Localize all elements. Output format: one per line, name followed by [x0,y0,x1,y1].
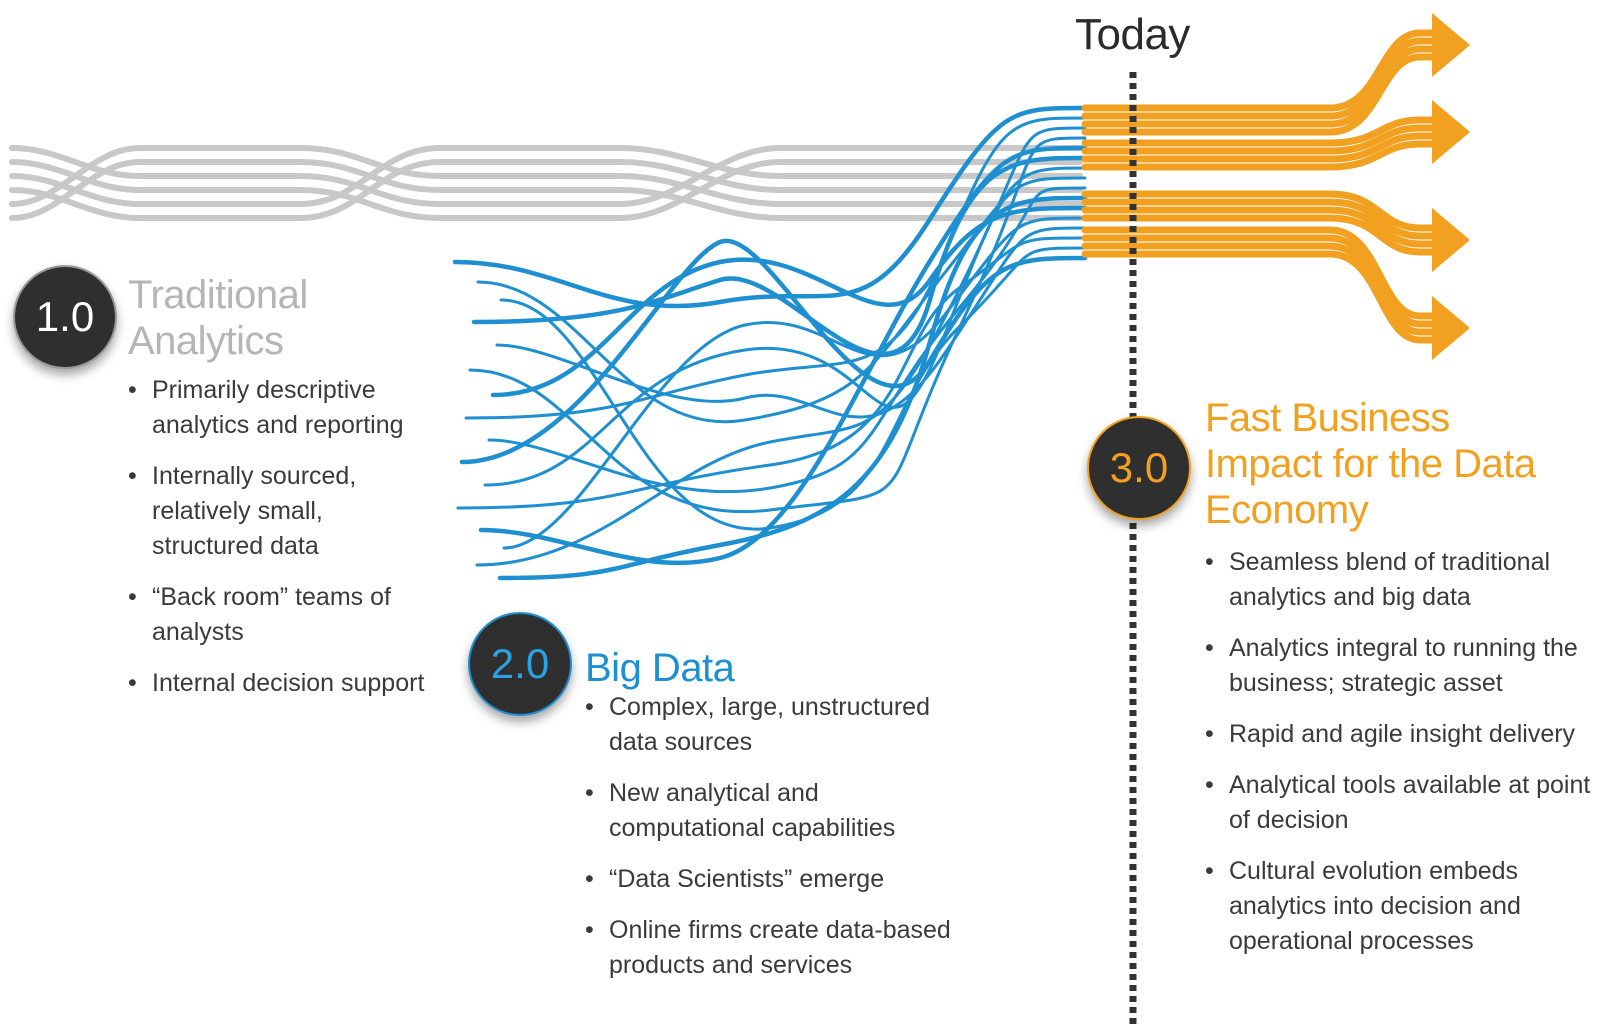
arrow-head-icon [1432,208,1470,272]
fast-business-strand [1081,37,1439,120]
fast-business-strand [1081,132,1439,163]
big-data-strand [452,105,1088,309]
fast-business-strand [1081,190,1439,232]
era-1-bullet-list: Primarily descriptive analytics and repo… [128,373,428,717]
fast-business-strand [1081,124,1439,155]
big-data-strand [495,226,1087,419]
era-3-bullet-list: Seamless blend of traditional analytics … [1205,545,1603,975]
big-data-strand [456,236,1087,510]
era-2-number: 2.0 [490,640,550,687]
era-2-title: Big Data [585,645,735,691]
traditional-strand [9,158,1083,222]
fast-business-strand [1081,242,1439,336]
fast-business-strand [1081,116,1439,147]
traditional-strand [9,144,1083,208]
era-3-number: 3.0 [1109,444,1169,491]
era-1-badge: 1.0 [13,265,117,369]
era-3-badge: 3.0 [1087,416,1191,520]
traditional-analytics-strands [9,144,1083,222]
era-3-bullet: Analytical tools available at point of d… [1205,768,1603,838]
big-data-strand [464,116,1087,420]
traditional-strand [9,158,1083,222]
arrow-head-icon [1432,296,1470,360]
traditional-strand [9,144,1083,208]
fast-business-strands [1081,13,1470,360]
big-data-strand [487,186,1087,494]
era-2-bullet: Online firms create data-based products … [585,913,955,983]
era-1-bullet: Primarily descriptive analytics and repo… [128,373,428,443]
fast-business-strand [1081,29,1439,112]
era-3-title-line: Fast Business [1205,396,1450,440]
fast-business-strand [1081,140,1439,171]
big-data-strand [497,195,1088,581]
fast-business-strand [1081,206,1439,248]
era-2-bullet: Complex, large, unstructured data source… [585,690,955,760]
big-data-strand [478,145,1088,566]
era-3-bullet: Seamless blend of traditional analytics … [1205,545,1603,615]
big-data-strand [459,238,1088,465]
era-2-bullet: “Data Scientists” emerge [585,862,955,897]
arrow-head-icon [1432,100,1470,164]
era-1-number: 1.0 [35,293,95,340]
era-1-title-line: Traditional [128,273,308,317]
era-2-bullet-list: Complex, large, unstructured data source… [585,690,955,999]
big-data-strands [452,105,1088,581]
big-data-strand [475,126,1087,567]
big-data-strand [502,216,1087,550]
fast-business-strand [1081,53,1439,136]
big-data-strand [468,136,1087,514]
era-3-title: Fast Business Impact for the Data Econom… [1205,395,1536,533]
today-label: Today [1075,10,1190,59]
era-1-bullet: Internally sourced, relatively small, st… [128,459,428,564]
traditional-strand [9,144,1083,208]
era-2-title-line: Big Data [585,646,735,690]
era-2-badge: 2.0 [468,612,572,716]
era-3-bullet: Cultural evolution embeds analytics into… [1205,854,1603,959]
fast-business-strand [1081,198,1439,240]
fast-business-strand [1081,226,1439,320]
era-1-title: Traditional Analytics [128,272,308,364]
fast-business-strand [1081,234,1439,328]
era-3-bullet: Analytics integral to running the busine… [1205,631,1603,701]
era-3-title-line: Economy [1205,488,1369,532]
fast-business-strand [1081,214,1439,256]
fast-business-strand [1081,250,1439,344]
era-2-bullet: New analytical and computational capabil… [585,776,955,846]
era-3-bullet: Rapid and agile insight delivery [1205,717,1603,752]
fast-business-strand [1081,45,1439,128]
era-1-bullet: Internal decision support [128,666,428,701]
traditional-strand [9,158,1083,222]
era-1-title-line: Analytics [128,319,284,363]
arrow-head-icon [1432,13,1470,77]
era-3-title-line: Impact for the Data [1205,442,1536,486]
era-1-bullet: “Back room” teams of analysts [128,580,428,650]
